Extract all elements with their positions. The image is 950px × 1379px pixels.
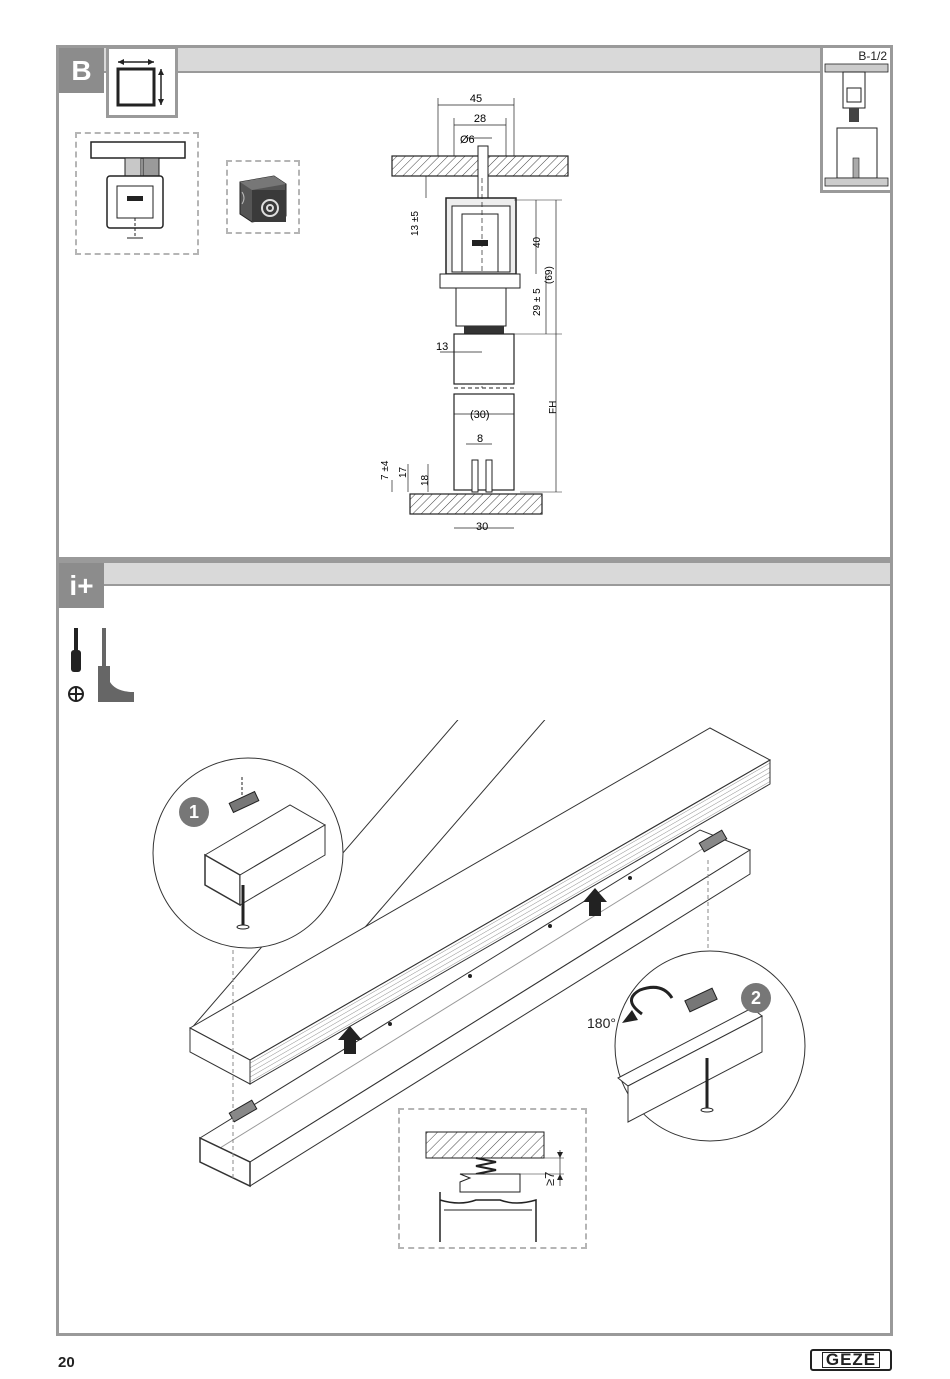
rotation-arrow-icon <box>630 985 674 1016</box>
reference-thumbnail: B-1/2 <box>820 45 893 193</box>
wood-material-box <box>226 160 300 234</box>
dim-13: 13 <box>436 341 448 353</box>
detail-circle-1 <box>152 757 344 949</box>
step-2-marker: 2 <box>741 983 771 1013</box>
rotation-label: 180° <box>587 1015 616 1031</box>
dim-diameter-6: Ø6 <box>460 134 475 146</box>
dim-18: 18 <box>420 474 431 486</box>
door-leaf-bottom <box>453 393 515 491</box>
section-b-header-band <box>59 48 821 73</box>
track-cross-section-drawing: 45 28 Ø6 13 ±5 40 (69) 29 ± 5 13 (30) FH… <box>380 93 569 533</box>
dim-7-4: 7 ±4 <box>380 460 391 480</box>
reference-label: B-1/2 <box>858 49 887 63</box>
dim-30: 30 <box>476 521 488 533</box>
drill-icon <box>98 628 134 702</box>
tools-icon <box>68 628 134 702</box>
screwdriver-icon <box>68 628 84 702</box>
wood-block-icon <box>239 175 287 223</box>
dim-30-paren: (30) <box>470 409 490 421</box>
step-1-marker: 1 <box>179 797 209 827</box>
floor-slab <box>409 493 543 515</box>
profile-detail-drawing <box>90 141 186 239</box>
lift-arrow-right <box>583 888 607 916</box>
lift-arrow-left <box>338 1026 362 1054</box>
door-leaf-top <box>453 333 515 385</box>
profile-detail-box <box>75 132 199 255</box>
section-b-badge-letter: B <box>71 54 92 86</box>
gap-detail-drawing <box>425 1131 564 1242</box>
dim-13-5: 13 ±5 <box>410 211 421 236</box>
assembly-isometric-drawing <box>188 720 772 1188</box>
dim-17: 17 <box>398 466 409 478</box>
ceiling-mount-symbol <box>106 46 178 118</box>
step-1-number: 1 <box>188 801 199 822</box>
gap-detail-box <box>398 1108 587 1249</box>
detail-circle-2 <box>614 950 806 1142</box>
dim-40: 40 <box>532 236 543 248</box>
gap-label: ≥7 <box>542 1171 557 1186</box>
step-2-number: 2 <box>750 987 761 1008</box>
ceiling-mount-icon <box>116 59 164 107</box>
page-number: 20 <box>58 1354 75 1371</box>
brand-logo-text: GEZE <box>821 1351 881 1368</box>
dim-8: 8 <box>477 433 483 445</box>
section-b-badge: B <box>59 48 104 93</box>
dim-28: 28 <box>474 113 486 125</box>
dim-69: (69) <box>544 266 555 284</box>
section-info-badge-text: i+ <box>69 569 94 601</box>
dim-29-5: 29 ± 5 <box>532 288 543 316</box>
section-info-header-band <box>59 563 890 586</box>
dim-45: 45 <box>470 93 482 105</box>
section-info-badge: i+ <box>59 563 104 608</box>
dim-fh: FH <box>548 401 559 414</box>
reference-thumbnail-drawing <box>824 63 889 187</box>
brand-logo: GEZE <box>810 1349 892 1371</box>
